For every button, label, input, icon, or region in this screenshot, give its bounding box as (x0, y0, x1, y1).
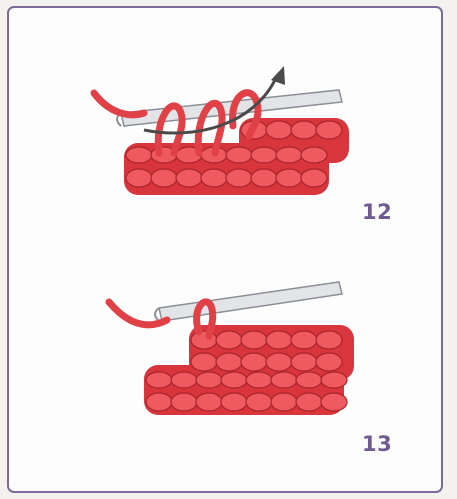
step-13-illustration (9, 270, 439, 430)
instruction-panel: 12 (7, 6, 443, 493)
crochet-hook-icon (155, 282, 342, 321)
crochet-diagram-step-12 (9, 58, 439, 218)
step-12-illustration (9, 58, 439, 218)
crochet-diagram-step-13 (9, 270, 439, 430)
fabric-swatch (144, 325, 354, 415)
step-number: 13 (362, 432, 392, 456)
step-number: 12 (362, 200, 392, 224)
